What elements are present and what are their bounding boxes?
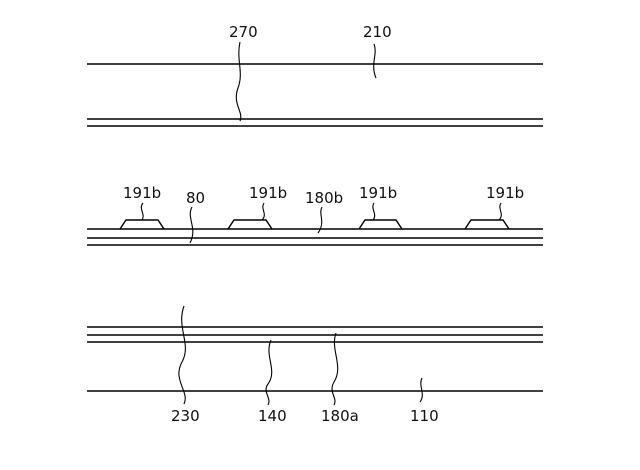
leader-230 [179, 306, 185, 404]
leader-191b-2 [262, 203, 264, 220]
leader-180a [332, 333, 338, 405]
electrode-191b-4 [465, 220, 509, 229]
leader-110 [420, 378, 422, 402]
label-210: 210 [363, 23, 392, 41]
label-230: 230 [171, 407, 200, 425]
electrode-191b-2 [228, 220, 272, 229]
label-110: 110 [410, 407, 439, 425]
label-270: 270 [229, 23, 258, 41]
leader-191b-1 [141, 203, 143, 220]
leader-210 [374, 44, 376, 78]
label-191b-3: 191b [359, 184, 397, 202]
upper-panel [87, 64, 543, 126]
reference-labels: 270 210 191b 80 191b 180b 191b 191b 230 … [123, 23, 524, 425]
electrode-191b-3 [359, 220, 402, 229]
label-191b-2: 191b [249, 184, 287, 202]
label-180b: 180b [305, 189, 343, 207]
leader-lines [141, 42, 501, 405]
label-191b-1: 191b [123, 184, 161, 202]
leader-140 [266, 340, 272, 405]
lower-panel [87, 327, 543, 391]
label-191b-4: 191b [486, 184, 524, 202]
leader-270 [236, 42, 241, 121]
label-80: 80 [186, 189, 205, 207]
leader-191b-3 [373, 203, 375, 220]
leader-191b-4 [499, 203, 501, 220]
label-180a: 180a [321, 407, 359, 425]
middle-stack [87, 220, 543, 245]
label-140: 140 [258, 407, 287, 425]
electrode-191b-1 [120, 220, 164, 229]
